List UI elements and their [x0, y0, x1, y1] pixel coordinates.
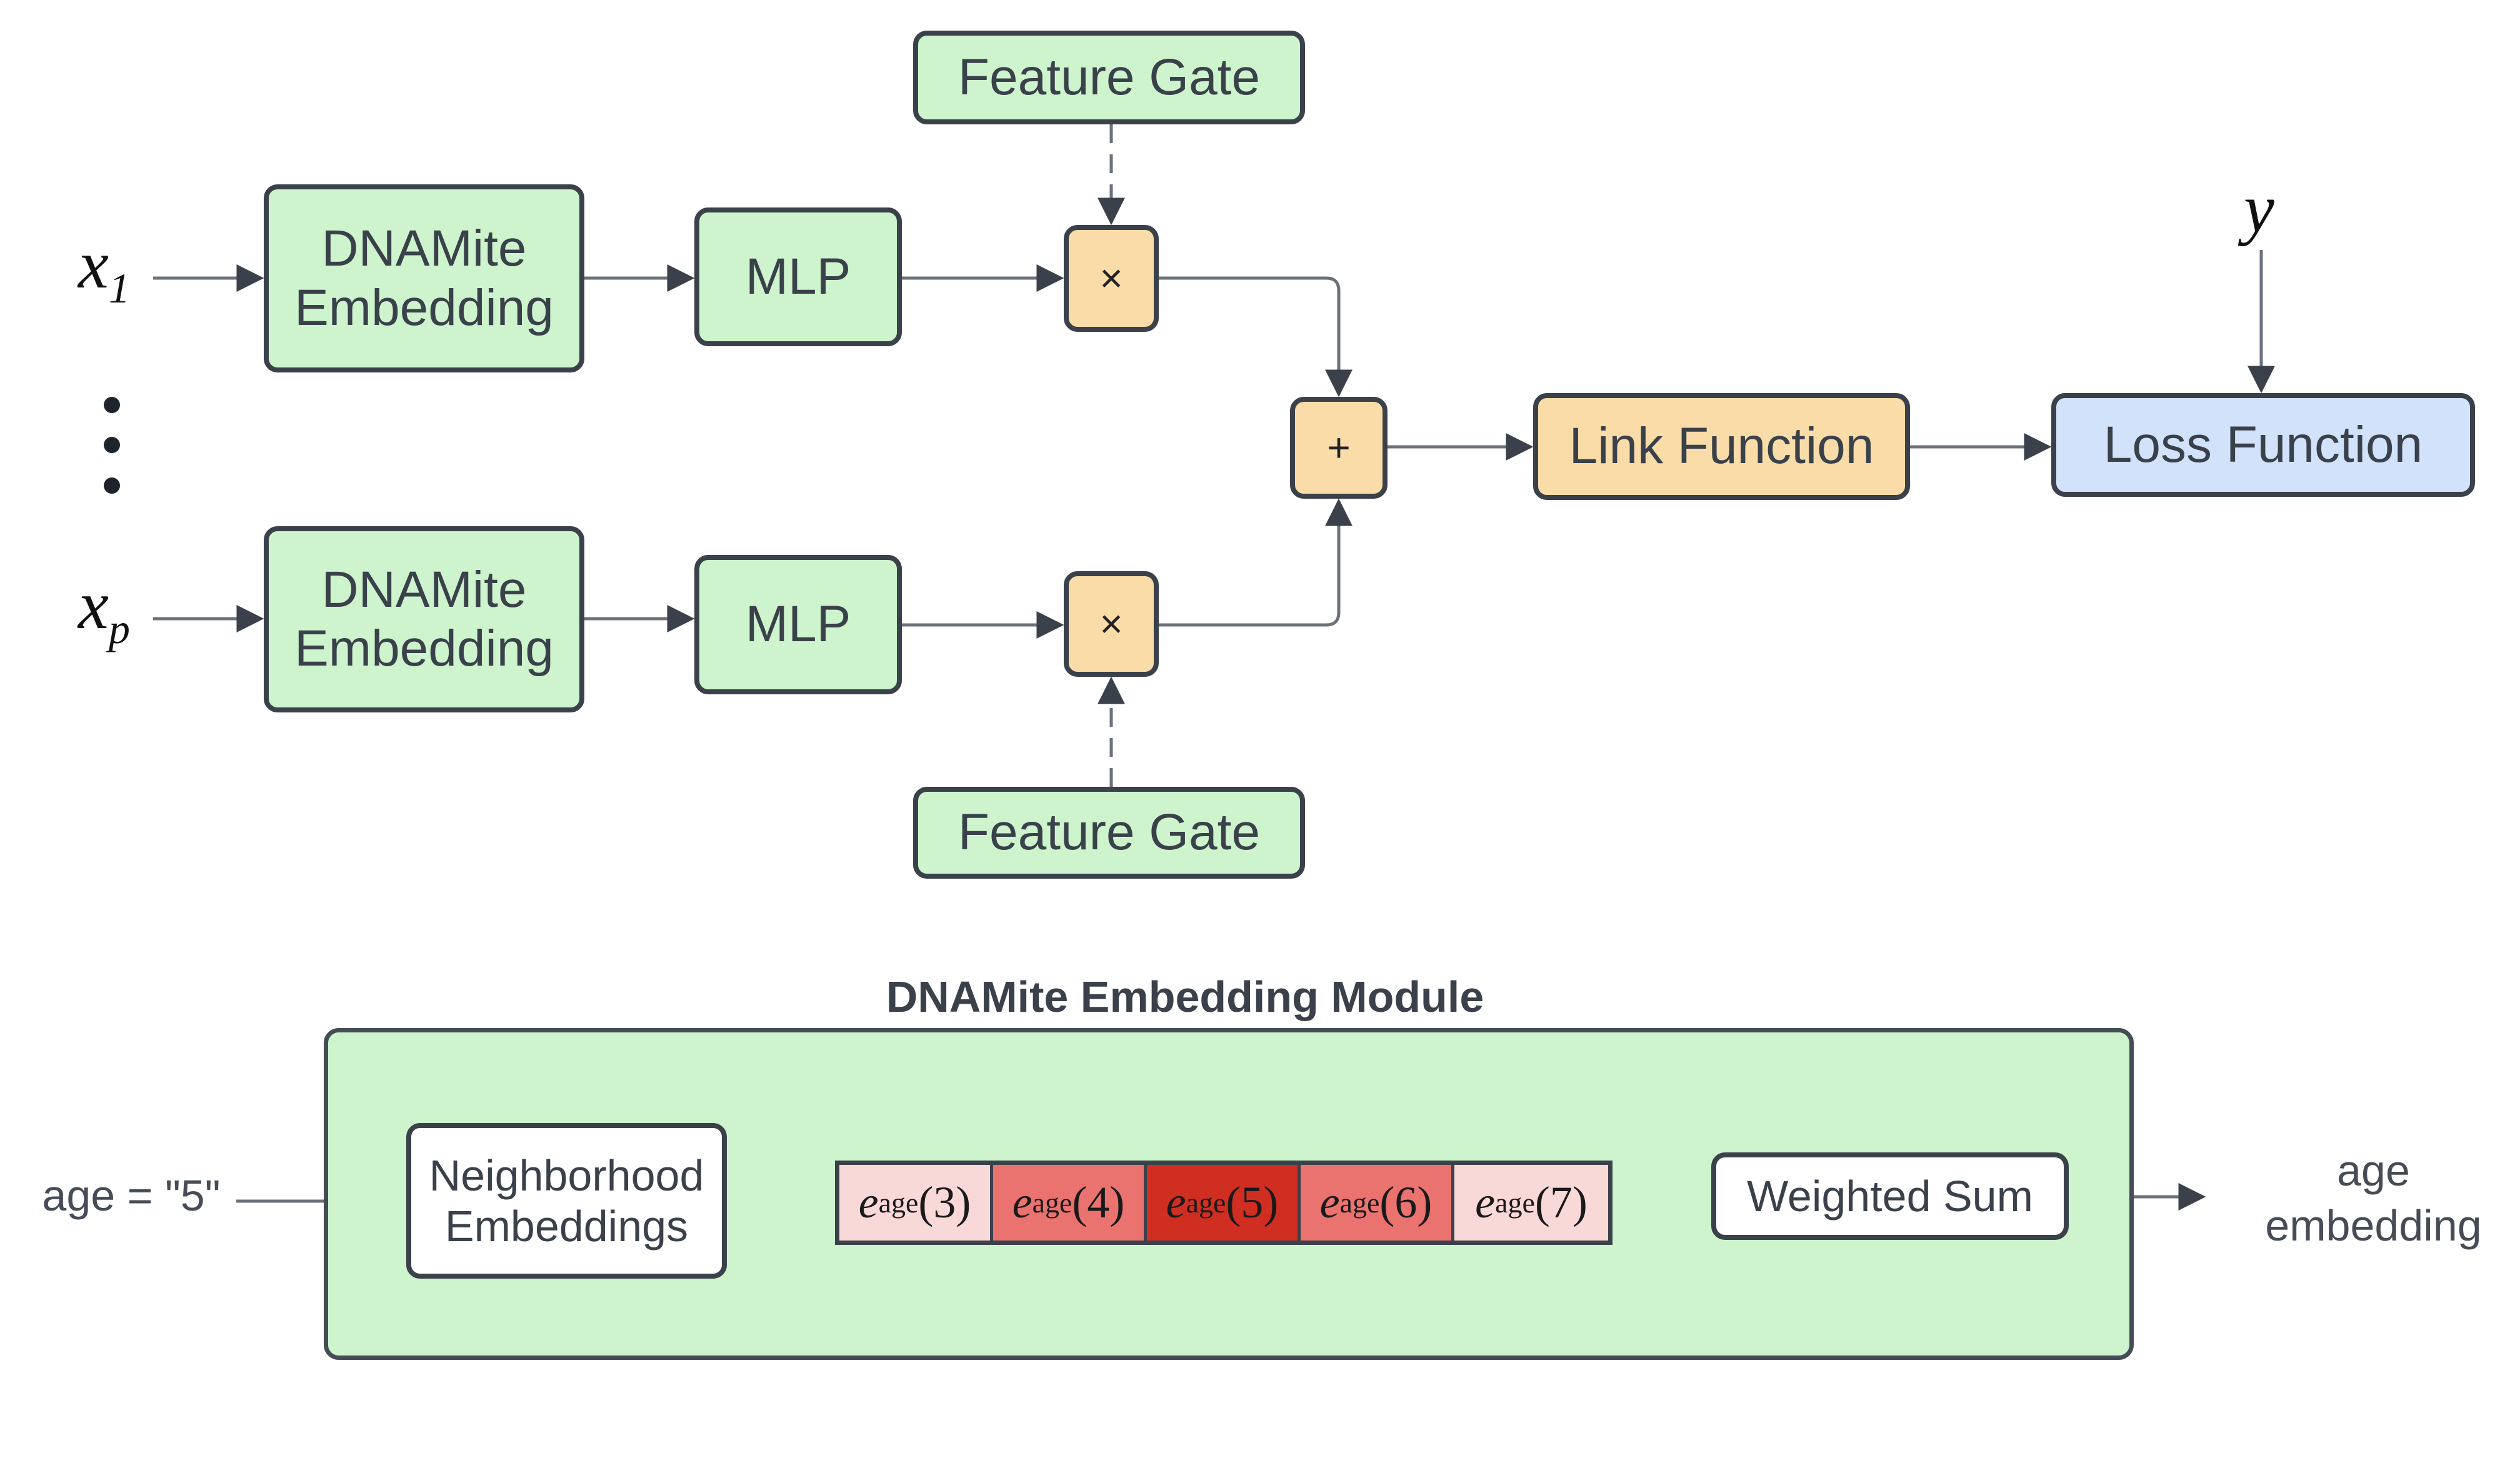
- age-embedding-output: age embedding: [2225, 1144, 2520, 1253]
- arrow-multiply-top-to-sum: [1159, 276, 1352, 397]
- cell-subscript: age: [1032, 1187, 1072, 1219]
- mlp-bottom-label: MLP: [745, 596, 851, 653]
- input-xp-label: xp: [78, 566, 130, 654]
- arrow-multiply-bottom-to-sum: [1159, 498, 1352, 627]
- output-line1: age: [2337, 1146, 2410, 1195]
- embedding-top-line1: DNAMite: [321, 220, 527, 277]
- embedding-bottom-line1: DNAMite: [321, 561, 527, 618]
- cell-subscript: age: [1495, 1187, 1535, 1219]
- xp-subscript: p: [108, 604, 130, 652]
- feature-gate-bottom-label: Feature Gate: [958, 804, 1261, 861]
- input-x1-label: x1: [78, 225, 130, 313]
- cell-symbol: e: [858, 1177, 879, 1227]
- cell-symbol: e: [1166, 1177, 1186, 1227]
- neighborhood-line2: Embeddings: [444, 1201, 689, 1251]
- multiply-node-bottom[interactable]: ×: [1064, 571, 1159, 677]
- link-function-block[interactable]: Link Function: [1533, 393, 1910, 500]
- multiply-icon: ×: [1099, 601, 1123, 646]
- cell-subscript: age: [1339, 1187, 1380, 1219]
- loss-function-label: Loss Function: [2103, 416, 2423, 473]
- mlp-top-label: MLP: [745, 247, 851, 305]
- link-function-label: Link Function: [1569, 417, 1874, 475]
- mlp-top[interactable]: MLP: [694, 207, 902, 346]
- x1-subscript: 1: [108, 264, 130, 312]
- target-y-label: y: [2244, 170, 2274, 246]
- mlp-bottom[interactable]: MLP: [694, 555, 902, 694]
- cell-symbol: e: [1012, 1177, 1032, 1227]
- cell-subscript: age: [878, 1187, 919, 1219]
- ellipsis-dot-1: [104, 397, 120, 413]
- weighted-sum-label: Weighted Sum: [1747, 1171, 2033, 1221]
- neighborhood-line1: Neighborhood: [429, 1151, 704, 1200]
- ellipsis-dot-3: [104, 477, 120, 494]
- weighted-sum-block[interactable]: Weighted Sum: [1711, 1152, 2069, 1240]
- embedding-bottom-line2: Embedding: [294, 620, 554, 677]
- ellipsis-dot-2: [104, 437, 120, 453]
- cell-argument: (5): [1226, 1177, 1279, 1227]
- feature-gate-bottom[interactable]: Feature Gate: [913, 787, 1305, 879]
- embedding-top-line2: Embedding: [294, 279, 554, 336]
- feature-gate-top[interactable]: Feature Gate: [913, 31, 1305, 124]
- cell-argument: (6): [1379, 1177, 1432, 1227]
- multiply-node-top[interactable]: ×: [1064, 225, 1159, 332]
- cell-argument: (3): [918, 1177, 971, 1227]
- xp-base: x: [78, 567, 109, 643]
- output-line2: embedding: [2265, 1201, 2482, 1250]
- cell-symbol: e: [1475, 1177, 1496, 1227]
- multiply-icon: ×: [1099, 255, 1123, 301]
- module-title: DNAMite Embedding Module: [886, 972, 1484, 1021]
- age-input-label: age = "5": [42, 1171, 221, 1220]
- cell-argument: (4): [1072, 1177, 1125, 1227]
- cell-subscript: age: [1186, 1187, 1226, 1219]
- sum-node[interactable]: +: [1290, 397, 1388, 499]
- feature-gate-top-label: Feature Gate: [958, 48, 1261, 106]
- loss-function-block[interactable]: Loss Function: [2051, 393, 2475, 497]
- plus-icon: +: [1327, 424, 1351, 470]
- cell-argument: (7): [1534, 1177, 1588, 1227]
- cell-symbol: e: [1319, 1177, 1340, 1227]
- x1-base: x: [78, 226, 109, 302]
